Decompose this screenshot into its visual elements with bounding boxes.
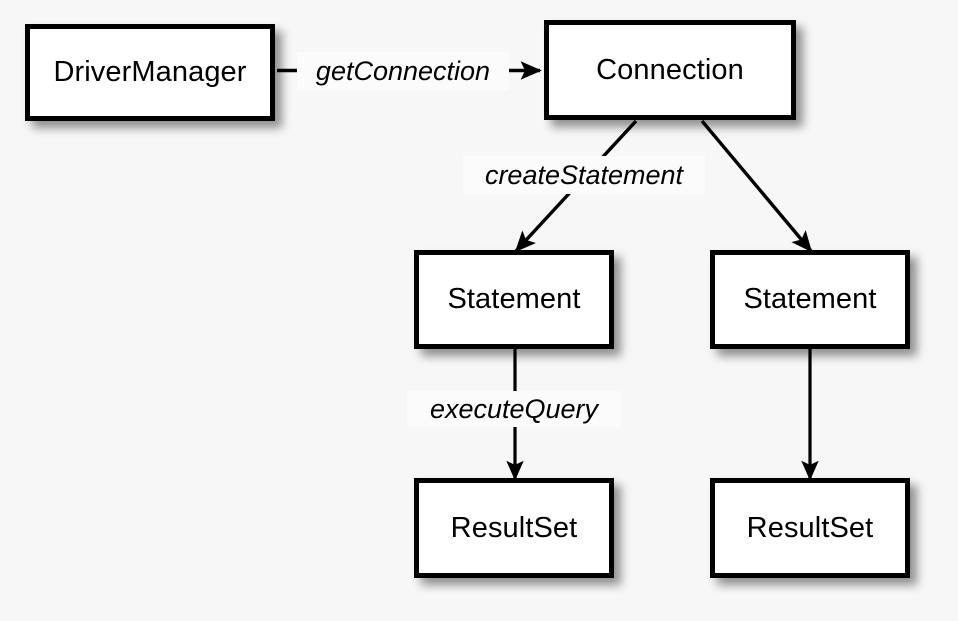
node-resultset-right[interactable]: ResultSet xyxy=(710,478,910,578)
edge-label-createstatement: createStatement xyxy=(463,156,705,194)
node-statement-left-label: Statement xyxy=(447,283,581,315)
node-resultset-left-label: ResultSet xyxy=(450,511,578,544)
node-connection-label: Connection xyxy=(596,53,744,86)
node-statement-left[interactable]: Statement xyxy=(414,250,614,349)
node-statement-right-label: Statement xyxy=(743,283,877,315)
node-resultset-right-label: ResultSet xyxy=(746,511,874,544)
edge-label-getconnection: getConnection xyxy=(297,52,509,90)
node-resultset-left[interactable]: ResultSet xyxy=(414,478,614,578)
edge-connection-to-statement-right-line xyxy=(700,119,813,253)
node-drivermanager-label: DriverManager xyxy=(53,56,247,88)
node-statement-right[interactable]: Statement xyxy=(710,250,910,349)
node-connection[interactable]: Connection xyxy=(544,20,796,120)
edge-label-executequery: executeQuery xyxy=(407,391,621,427)
node-drivermanager[interactable]: DriverManager xyxy=(25,24,275,121)
